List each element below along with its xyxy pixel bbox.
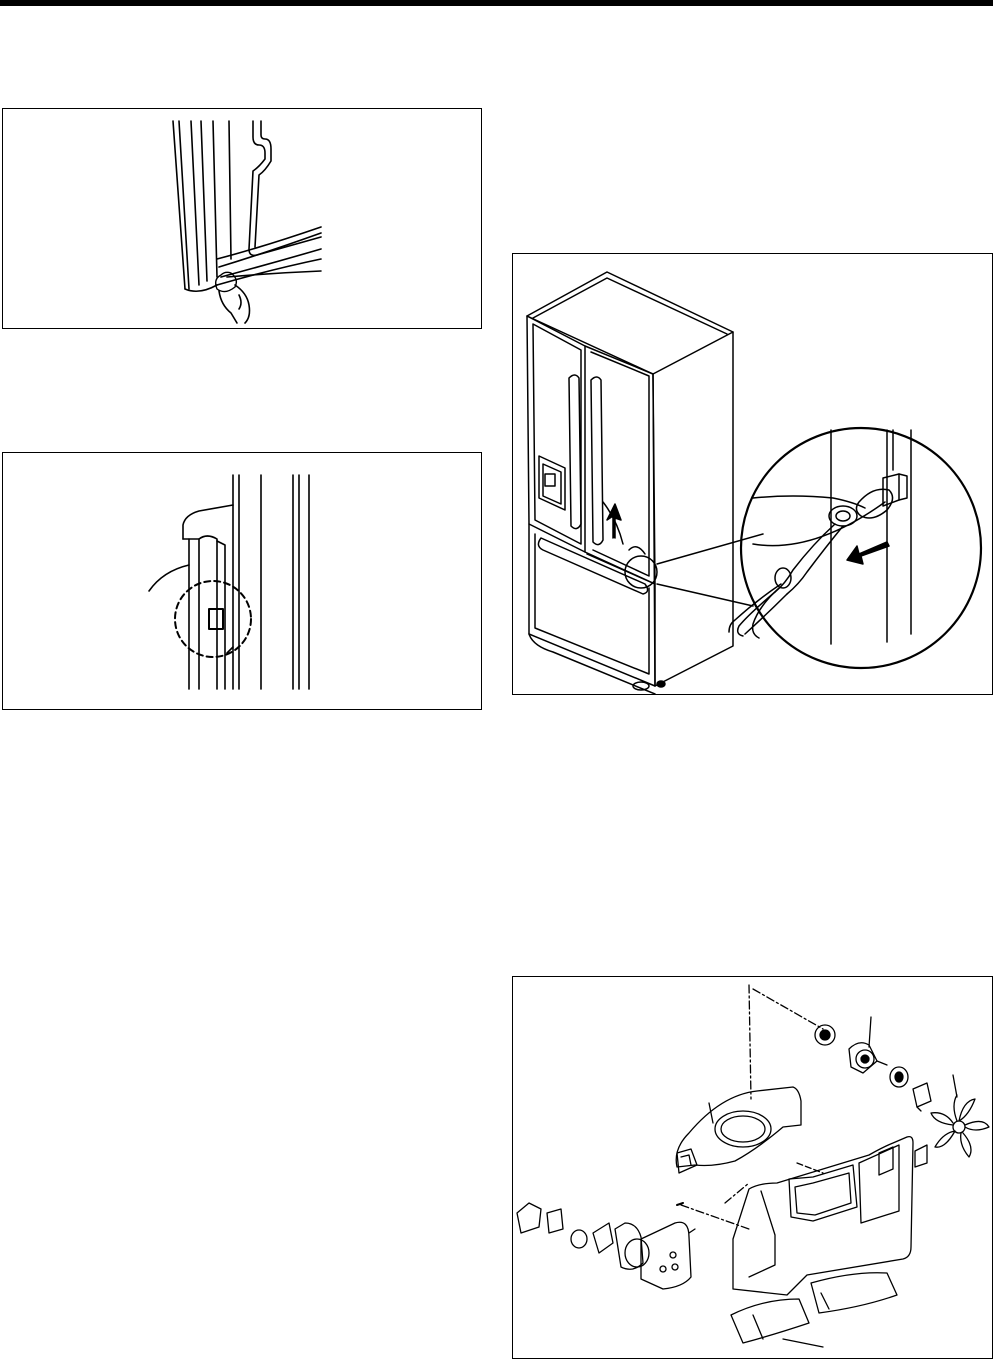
figure-door-hinge-clip — [2, 452, 482, 710]
door-gasket-illustration — [3, 109, 482, 329]
refrigerator-pliers-illustration — [513, 254, 993, 695]
figure-ice-maker-fan-exploded — [512, 976, 993, 1359]
figure-door-gasket-pull — [2, 108, 482, 329]
page-top-rule — [0, 0, 993, 6]
exploded-parts-illustration — [513, 977, 993, 1359]
door-clip-illustration — [3, 453, 482, 710]
figure-refrigerator-hinge-removal — [512, 253, 993, 695]
